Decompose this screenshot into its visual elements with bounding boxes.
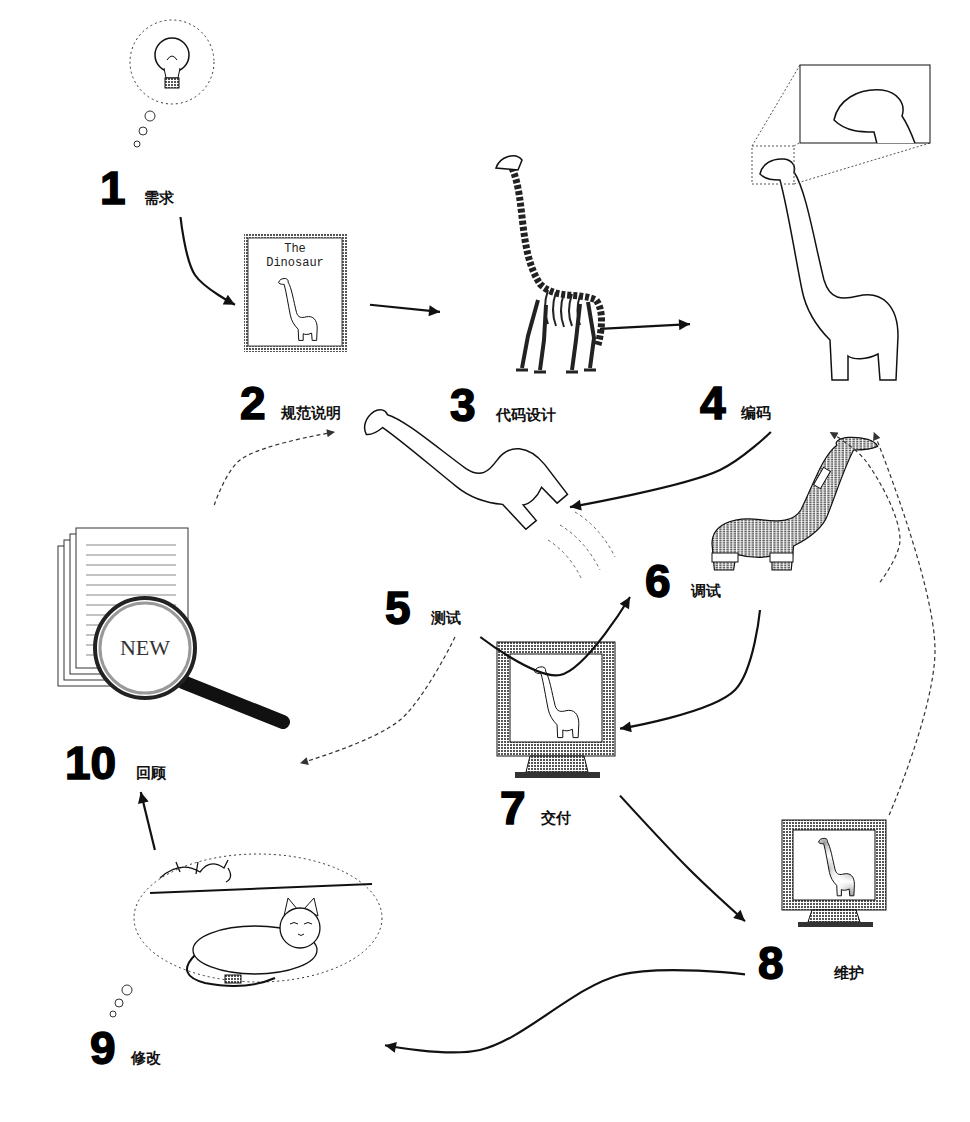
step-caption: 2 规范说明 bbox=[240, 380, 341, 426]
stage-node: 3 代码设计 bbox=[440, 150, 600, 434]
step-number: 1 bbox=[100, 165, 126, 211]
falling-dinosaur bbox=[358, 349, 615, 580]
bandaged-dinosaur bbox=[712, 437, 878, 570]
step-label: 规范说明 bbox=[281, 404, 341, 422]
flow-arrow bbox=[370, 305, 440, 312]
step-label: 调试 bbox=[691, 582, 721, 600]
step-label: 代码设计 bbox=[496, 406, 556, 424]
step-label: 编码 bbox=[741, 404, 771, 422]
stage-node: 1 需求 bbox=[95, 20, 245, 217]
flow-arrow bbox=[480, 597, 630, 675]
step-number: 7 bbox=[500, 785, 526, 831]
step-caption: 7 交付 bbox=[500, 785, 571, 831]
cat-thought bbox=[110, 854, 382, 1017]
magnifier-text: NEW bbox=[105, 635, 185, 661]
step-label: 交付 bbox=[541, 809, 571, 827]
step-label: 测试 bbox=[431, 609, 461, 627]
dinosaur bbox=[752, 65, 970, 532]
step-number: 9 bbox=[90, 1025, 116, 1071]
step-caption: 4 编码 bbox=[700, 380, 771, 426]
flow-arrow bbox=[385, 970, 745, 1052]
step-label: 回顾 bbox=[136, 764, 166, 782]
delivery-monitor bbox=[497, 642, 615, 778]
step-number: 6 bbox=[645, 558, 671, 604]
step-caption: 9 修改 bbox=[90, 1025, 161, 1071]
step-caption: 8 维护 bbox=[758, 940, 864, 986]
flow-arrow bbox=[620, 796, 745, 922]
stage-node: 4 编码 bbox=[690, 60, 935, 432]
stage-node: 8 维护 bbox=[745, 815, 900, 992]
stage-node: 10 回顾 bbox=[55, 505, 300, 792]
feedback-arrow bbox=[214, 432, 335, 505]
flow-arrow bbox=[570, 432, 771, 507]
step-caption: 5 测试 bbox=[385, 585, 461, 631]
flow-arrow bbox=[600, 324, 690, 329]
flow-arrow bbox=[181, 217, 236, 305]
stage-node: 6 调试 bbox=[630, 425, 880, 610]
book-title: The Dinosaur bbox=[262, 242, 328, 271]
step-caption: 3 代码设计 bbox=[450, 382, 556, 428]
book bbox=[244, 234, 348, 352]
step-label: 需求 bbox=[144, 189, 174, 207]
step-number: 5 bbox=[385, 585, 411, 631]
step-number: 10 bbox=[65, 740, 116, 786]
step-label: 维护 bbox=[834, 964, 864, 982]
feedback-arrow bbox=[874, 432, 935, 815]
feedback-arrow bbox=[830, 432, 900, 582]
stage-node: 7 交付 bbox=[495, 640, 620, 837]
step-label: 修改 bbox=[131, 1049, 161, 1067]
flow-arrow bbox=[620, 610, 760, 729]
stage-node: 5 测试 bbox=[340, 405, 570, 637]
flow-arrow bbox=[141, 792, 155, 850]
step-number: 4 bbox=[700, 380, 726, 426]
step-number: 3 bbox=[450, 382, 476, 428]
light-bulb bbox=[130, 20, 214, 147]
skeleton bbox=[496, 156, 602, 372]
step-number: 2 bbox=[240, 380, 266, 426]
stage-node: 9 修改 bbox=[90, 850, 385, 1077]
review-papers bbox=[58, 528, 283, 722]
step-caption: 6 调试 bbox=[645, 558, 721, 604]
step-caption: 10 回顾 bbox=[65, 740, 166, 786]
maintenance-monitor bbox=[782, 820, 886, 927]
step-number: 8 bbox=[758, 940, 784, 986]
step-caption: 1 需求 bbox=[100, 165, 174, 211]
feedback-arrow bbox=[300, 637, 455, 763]
